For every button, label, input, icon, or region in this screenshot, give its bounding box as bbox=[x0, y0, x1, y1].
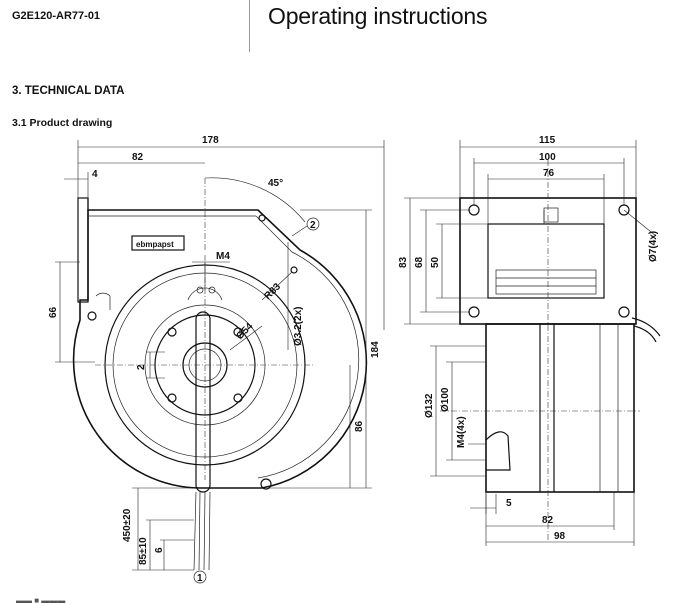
subsection-heading: 3.1 Product drawing bbox=[12, 117, 113, 129]
dim-strip-length: 85±10 bbox=[138, 537, 149, 565]
dim-83: 83 bbox=[398, 256, 409, 268]
side-view: 115 100 76 83 68 50 Ø7(4x) Ø132 bbox=[398, 135, 661, 546]
section-heading: 3. TECHNICAL DATA bbox=[12, 85, 125, 97]
housing-outline bbox=[72, 209, 368, 489]
brand-plate-text: ebmpapst bbox=[136, 240, 174, 249]
inlet-connector bbox=[485, 431, 511, 471]
dim-motor-width: 76 bbox=[543, 168, 555, 179]
dim-68: 68 bbox=[414, 256, 425, 268]
dim-dia-132: Ø132 bbox=[424, 393, 435, 418]
dim-outlet-height: 66 bbox=[48, 306, 59, 318]
front-view: ebmpapst 1 2 bbox=[48, 135, 385, 584]
cable-callout bbox=[193, 570, 207, 584]
dim-5: 5 bbox=[506, 498, 512, 509]
dim-cable-length: 450±20 bbox=[122, 508, 133, 542]
dim-dia-100: Ø100 bbox=[440, 387, 451, 412]
label-hub-dia: Ø54 bbox=[234, 321, 255, 342]
label-hole: Ø3.2(2x) bbox=[293, 307, 304, 346]
label-side-thread: M4(4x) bbox=[456, 416, 467, 448]
dim-outlet-width: 82 bbox=[132, 152, 144, 163]
dim-angle: 45° bbox=[268, 178, 283, 189]
dim-50: 50 bbox=[430, 256, 441, 268]
cable-channel bbox=[195, 311, 211, 493]
brand-plate bbox=[131, 235, 185, 251]
dim-offset: 2 bbox=[136, 364, 147, 370]
dim-total-width: 115 bbox=[539, 135, 556, 146]
motor-body bbox=[485, 323, 635, 493]
dim-82: 82 bbox=[542, 515, 554, 526]
dim-98: 98 bbox=[554, 531, 566, 542]
side-outlet bbox=[487, 223, 605, 299]
label-thread: M4 bbox=[216, 251, 230, 262]
header-divider bbox=[249, 0, 250, 52]
dim-hole-spacing: 100 bbox=[539, 152, 556, 163]
dim-flange: 4 bbox=[92, 169, 98, 180]
cable-callout-text: 1 bbox=[197, 573, 203, 584]
dim-height: 184 bbox=[370, 341, 381, 358]
outlet-flange bbox=[77, 197, 89, 303]
mount-callout-text: 2 bbox=[310, 220, 316, 231]
dim-strip-end: 6 bbox=[154, 547, 165, 553]
dim-center-height: 86 bbox=[354, 420, 365, 432]
label-holes: Ø7(4x) bbox=[648, 231, 659, 262]
dim-overall-width: 178 bbox=[202, 135, 219, 146]
mount-callout bbox=[306, 217, 320, 231]
model-number: G2E120-AR77-01 bbox=[12, 10, 101, 22]
footer-text: ▬▬ ■ ▬▬▬ bbox=[16, 596, 65, 604]
document-title: Operating instructions bbox=[268, 3, 488, 29]
